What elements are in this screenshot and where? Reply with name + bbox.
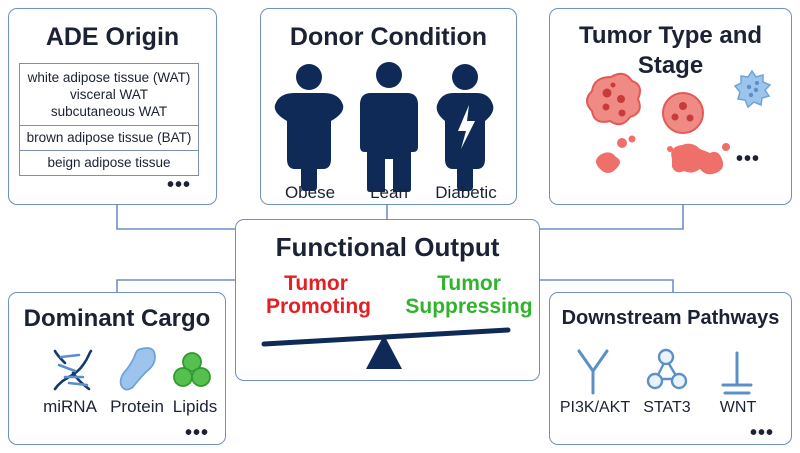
diabetic-figure-icon bbox=[436, 64, 494, 191]
pathway-label-wnt: WNT bbox=[719, 399, 757, 416]
ade-item-wat: white adipose tissue (WAT) visceral WAT … bbox=[19, 63, 199, 126]
donor-label-obese: Obese bbox=[284, 183, 336, 202]
tumor-cell-blue-icon bbox=[733, 69, 772, 109]
metastasis-large-icon bbox=[667, 143, 730, 175]
tumor-type-title-line2: Stage bbox=[637, 52, 704, 79]
lean-figure-icon bbox=[360, 62, 418, 192]
tumor-more-dots: ••• bbox=[736, 148, 761, 170]
dna-icon bbox=[53, 349, 93, 391]
pathway-label-pi3k-akt: PI3K/AKT bbox=[559, 399, 631, 416]
tumor-suppressing-line2: Suppressing bbox=[405, 295, 533, 318]
balance-scale-icon bbox=[261, 327, 511, 369]
donor-condition-card: Donor Condition Obese Lean Diabetic bbox=[260, 8, 517, 205]
tumor-suppressing-label: Tumor Suppressing bbox=[404, 272, 534, 318]
pathway-label-stat3: STAT3 bbox=[643, 399, 691, 416]
wnt-inhibit-icon bbox=[721, 351, 753, 395]
cargo-label-protein: Protein bbox=[110, 397, 164, 416]
downstream-pathways-card: Downstream Pathways PI3K/AKT STAT3 WNT •… bbox=[549, 292, 792, 445]
pathway-more-dots: ••• bbox=[750, 422, 775, 444]
tumor-illustrations bbox=[586, 69, 772, 175]
cargo-icons bbox=[53, 347, 211, 391]
donor-label-diabetic: Diabetic bbox=[435, 183, 497, 202]
ade-item-bat: brown adipose tissue (BAT) bbox=[19, 125, 199, 151]
tumor-suppressing-line1: Tumor bbox=[437, 272, 501, 295]
lipids-icon bbox=[173, 352, 211, 387]
tumor-promoting-line2: Promoting bbox=[266, 295, 371, 318]
tumor-type-card: Tumor Type and Stage bbox=[549, 8, 792, 205]
donor-condition-title: Donor Condition bbox=[289, 23, 488, 51]
stat3-network-icon bbox=[646, 348, 688, 390]
dominant-cargo-title: Dominant Cargo bbox=[23, 305, 211, 332]
cargo-more-dots: ••• bbox=[185, 422, 210, 444]
downstream-pathways-title: Downstream Pathways bbox=[561, 307, 780, 329]
ade-item-subcutaneous-label: subcutaneous WAT bbox=[50, 104, 168, 119]
functional-output-card: Functional Output Tumor Promoting Tumor … bbox=[235, 219, 540, 381]
pathway-icons bbox=[577, 348, 753, 395]
receptor-icon bbox=[577, 349, 609, 395]
tumor-type-title-line1: Tumor Type and bbox=[578, 22, 763, 49]
metastasis-small-icon bbox=[596, 135, 636, 173]
ade-item-beige-label: beign adipose tissue bbox=[47, 155, 171, 170]
ade-item-bat-label: brown adipose tissue (BAT) bbox=[26, 130, 192, 145]
tumor-promoting-label: Tumor Promoting bbox=[266, 272, 371, 318]
cargo-label-mirna: miRNA bbox=[43, 397, 97, 416]
donor-figures bbox=[274, 62, 494, 192]
ade-item-wat-label: white adipose tissue (WAT) bbox=[27, 70, 191, 85]
dominant-cargo-card: Dominant Cargo miRNA Protein Lipids ••• bbox=[8, 292, 226, 445]
lightning-bolt-icon bbox=[458, 105, 475, 149]
cargo-label-lipids: Lipids bbox=[172, 397, 218, 416]
tumor-promoting-line1: Tumor bbox=[284, 272, 348, 295]
tumor-cell-round-icon bbox=[662, 92, 704, 134]
ade-item-beige: beign adipose tissue bbox=[19, 150, 199, 176]
ade-origin-card: ADE Origin white adipose tissue (WAT) vi… bbox=[8, 8, 217, 205]
ade-more-dots: ••• bbox=[167, 174, 192, 196]
protein-icon bbox=[119, 347, 156, 391]
ade-origin-title: ADE Origin bbox=[45, 23, 180, 51]
tumor-cell-large-icon bbox=[586, 72, 641, 126]
ade-item-visceral-label: visceral WAT bbox=[69, 87, 148, 102]
obese-figure-icon bbox=[274, 64, 344, 191]
functional-output-title: Functional Output bbox=[275, 232, 500, 262]
donor-label-lean: Lean bbox=[370, 183, 408, 202]
